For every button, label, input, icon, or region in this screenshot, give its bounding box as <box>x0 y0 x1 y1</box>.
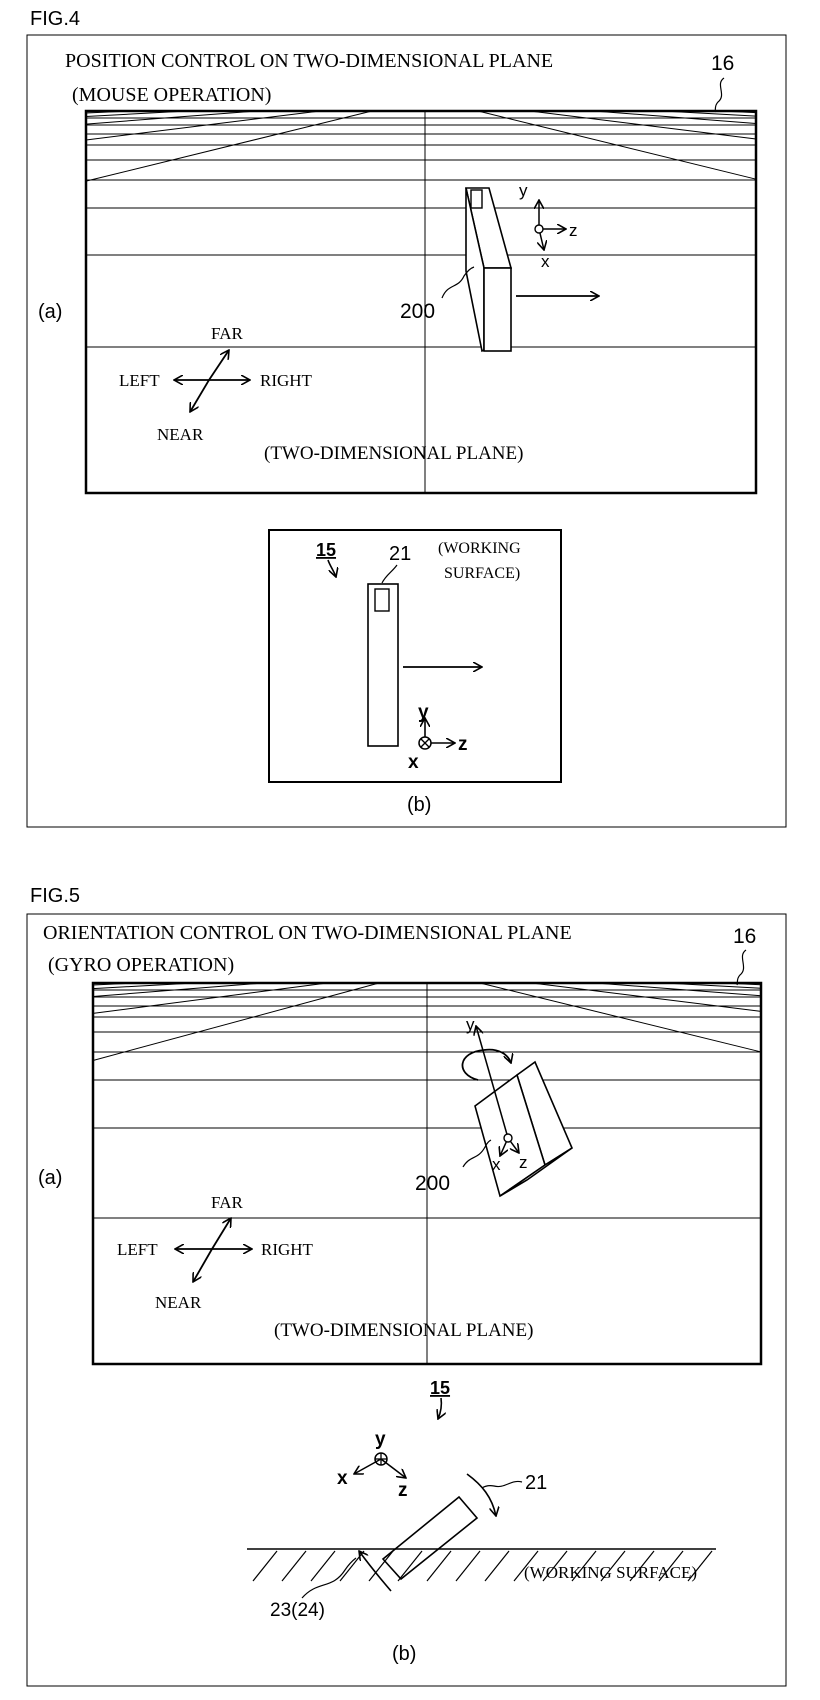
fig4-axis-origin <box>535 225 543 233</box>
fig5-dir-left-label: LEFT <box>117 1240 158 1259</box>
fig4-device-ref-arrow <box>328 560 336 577</box>
fig5-title-line2: (GYRO OPERATION) <box>48 954 234 976</box>
fig5-pointer-ref: 21 <box>525 1472 547 1494</box>
fig5-hatch-line-1 <box>282 1551 306 1581</box>
fig5-device-axis-y-label: y <box>375 1429 386 1450</box>
fig5-axis-x-label: x <box>492 1155 501 1174</box>
fig4-pointer-device <box>368 584 398 746</box>
fig4-pointer-leader <box>382 565 397 583</box>
fig4-axis-y-label: y <box>519 181 528 200</box>
fig4-axis-x-label: x <box>541 252 550 271</box>
fig5-axis-origin <box>504 1134 512 1142</box>
fig5-panel-b-label: (b) <box>392 1643 416 1665</box>
fig5-hatch-line-8 <box>485 1551 509 1581</box>
fig4-grid-col-5 <box>86 111 372 181</box>
fig5-device-axis-x-label: x <box>337 1468 348 1489</box>
fig5-device-ref-arrow <box>438 1398 441 1419</box>
fig4-device-axis-y-label: y <box>418 702 429 723</box>
fig4-direction-cross: FAR LEFT RIGHT NEAR <box>119 324 313 444</box>
fig4-title-line2: (MOUSE OPERATION) <box>72 84 271 106</box>
fig4-dir-right-label: RIGHT <box>260 371 313 390</box>
fig5-hatch-line-2 <box>311 1551 335 1581</box>
fig5-dir-far-label: FAR <box>211 1193 243 1212</box>
fig5-panel-a-label: (a) <box>38 1167 62 1189</box>
fig5-pointer-rotation-arrow <box>467 1474 496 1516</box>
fig5-pointer-leader <box>482 1481 522 1488</box>
fig4-panel-b: 15 21 (WORKING SURFACE) y z x (b) <box>269 530 561 816</box>
fig4-axis-z-label: z <box>569 221 578 240</box>
fig4-device-axis-x-label: x <box>408 752 419 773</box>
fig5-direction-cross: FAR LEFT RIGHT NEAR <box>117 1193 314 1312</box>
fig5-hatch-line-3 <box>340 1551 364 1581</box>
fig5-hatch-line-0 <box>253 1551 277 1581</box>
fig4-working-surface-line1: (WORKING <box>438 540 521 557</box>
fig4-object-front-face <box>484 268 511 351</box>
fig5-object-200 <box>475 1062 572 1196</box>
fig5: FIG.5 ORIENTATION CONTROL ON TWO-DIMENSI… <box>27 885 786 1686</box>
fig5-dir-near-label: NEAR <box>155 1293 202 1312</box>
fig4-frame <box>27 35 786 827</box>
fig5-title-line1: ORIENTATION CONTROL ON TWO-DIMENSIONAL P… <box>43 922 572 944</box>
fig4-object-ref: 200 <box>400 300 435 323</box>
fig4: FIG.4 POSITION CONTROL ON TWO-DIMENSIONA… <box>27 8 786 827</box>
fig5-working-surface-label: (WORKING SURFACE) <box>524 1563 697 1582</box>
fig5-object-leader <box>463 1140 491 1167</box>
fig5-device-axes: y x z <box>337 1429 408 1501</box>
fig5-plane-label: (TWO-DIMENSIONAL PLANE) <box>274 1320 533 1341</box>
fig5-panel-b: 15 y x z 21 (WORKING SURFACE) 23(24) <box>247 1378 716 1665</box>
fig4-display-leader <box>715 78 724 112</box>
fig4-pointer-ref: 21 <box>389 543 411 565</box>
fig5-device-axis-z-arrow <box>381 1459 406 1478</box>
fig4-panel-b-label: (b) <box>407 794 431 816</box>
fig4-dir-near-label: NEAR <box>157 425 204 444</box>
fig4-panel-a-label: (a) <box>38 301 62 323</box>
fig4-object-200 <box>466 188 511 351</box>
fig4-dir-far-arrow <box>209 350 229 380</box>
fig5-tilted-pointer-device <box>383 1497 477 1579</box>
fig5-label: FIG.5 <box>30 885 80 907</box>
fig5-sensor-ref: 23(24) <box>270 1600 325 1621</box>
fig4-dir-far-label: FAR <box>211 324 243 343</box>
fig5-dir-near-arrow <box>193 1249 212 1282</box>
fig4-device-axis-z-label: z <box>458 734 468 755</box>
fig4-device-axes: y z x <box>408 702 468 773</box>
fig4-label: FIG.4 <box>30 8 80 30</box>
fig5-sensor-leader <box>302 1558 356 1598</box>
fig4-display-ref: 16 <box>711 52 734 75</box>
fig4-pointer-marker <box>375 589 389 611</box>
fig5-device-axis-z-label: z <box>398 1480 408 1501</box>
fig4-dir-left-label: LEFT <box>119 371 160 390</box>
fig5-axis-z-label: z <box>519 1153 528 1172</box>
fig5-axis-y-label: y <box>466 1015 475 1034</box>
fig4-device-ref: 15 <box>316 540 336 560</box>
fig4-screen-axes: y z x <box>519 181 578 271</box>
fig4-working-surface-line2: SURFACE) <box>444 565 520 582</box>
fig5-hatch-line-7 <box>456 1551 480 1581</box>
fig5-object-ref: 200 <box>415 1172 450 1195</box>
fig5-dir-right-label: RIGHT <box>261 1240 314 1259</box>
fig4-title-line1: POSITION CONTROL ON TWO-DIMENSIONAL PLAN… <box>65 50 553 72</box>
fig5-device-ref: 15 <box>430 1378 450 1398</box>
fig4-plane-label: (TWO-DIMENSIONAL PLANE) <box>264 443 523 464</box>
fig4-dir-near-arrow <box>190 380 209 412</box>
fig5-dir-far-arrow <box>212 1218 231 1249</box>
fig5-display-leader <box>737 950 746 985</box>
fig5-device-axis-x-arrow <box>354 1459 381 1474</box>
fig5-display-ref: 16 <box>733 925 756 948</box>
